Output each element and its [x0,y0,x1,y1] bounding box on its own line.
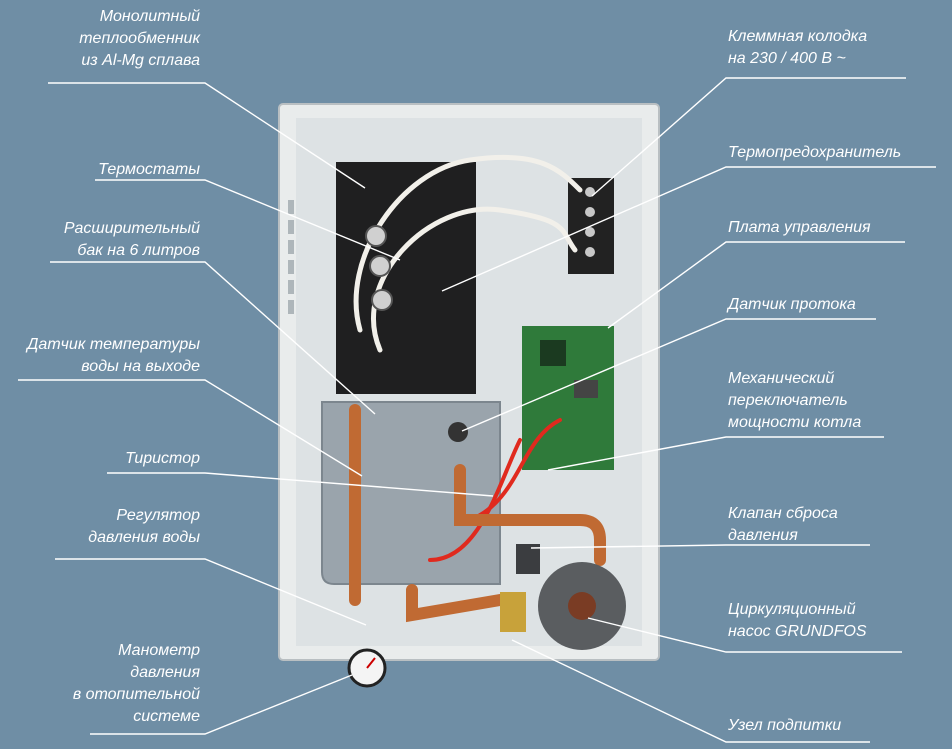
control-board-relay [574,380,598,398]
label-line: давления воды [88,529,200,546]
label-line: Плата управления [728,219,871,236]
label-line: Регулятор [116,507,200,524]
leader-pressure-regulator [55,558,367,626]
label-manometer: Манометр давления в отопительной системе [73,640,200,728]
label-line: Узел подпитки [728,717,842,734]
label-heat-exchanger: Монолитный теплообменник из Al-Mg сплава [79,6,200,72]
terminal-screws [585,187,595,257]
relief-valve-body [516,544,540,574]
label-line: насос GRUNDFOS [728,623,867,640]
label-expansion-tank: Расширительный бак на 6 литров [64,218,200,262]
copper-pipes [349,404,606,623]
label-line: Тиристор [125,450,200,467]
label-relief-valve: Клапан сброса давления [728,503,838,547]
leader-makeup-unit [511,639,870,743]
leader-manometer [90,674,353,735]
label-line: Клеммная колодка [728,28,868,45]
leader-control-board [607,241,905,329]
label-line: Манометр [118,642,200,659]
label-line: из Al-Mg сплава [81,52,200,69]
flow-sensor-body [448,422,468,442]
label-line: Монолитный [99,8,200,25]
leader-terminal-block [591,77,906,197]
label-line: воды на выходе [81,358,200,375]
leader-thyristor [107,472,494,497]
label-terminal-block: Клеммная колодка на 230 / 400 В ~ [728,26,867,70]
label-line: теплообменник [79,30,200,47]
label-line: системе [133,708,200,725]
leader-lines-left [18,82,494,735]
label-pressure-regulator: Регулятор давления воды [88,505,200,549]
label-line: мощности котла [728,414,862,431]
label-circulation-pump: Циркуляционный насос GRUNDFOS [728,599,867,643]
control-board-body [522,326,614,470]
leader-expansion-tank [50,261,376,415]
label-line: бак на 6 литров [77,242,200,259]
leader-relief-valve [530,544,870,549]
label-thermal-fuse: Термопредохранитель [728,142,901,164]
leader-thermal-fuse [441,166,936,292]
leader-flow-sensor [461,318,876,432]
control-board-chip [540,340,566,366]
label-line: переключатель [728,392,848,409]
leader-lines-right [441,77,936,743]
leader-circulation-pump [587,617,902,653]
label-outlet-temp-sensor: Датчик температуры воды на выходе [27,334,200,378]
label-line: Механический [728,370,835,387]
label-flow-sensor: Датчик протока [728,294,856,316]
makeup-valve-body [500,592,526,632]
label-line: давления [728,527,798,544]
leader-heat-exchanger [48,82,366,189]
leader-power-switch [547,436,884,471]
label-line: в отопительной [72,686,200,703]
manometer-needle [366,657,376,669]
label-thermostats: Термостаты [98,159,200,181]
boiler-illustration [278,103,660,688]
label-line: на 230 / 400 В ~ [728,50,846,67]
label-line: Клапан сброса [728,505,838,522]
label-line: Термостаты [98,161,200,178]
label-makeup-unit: Узел подпитки [728,715,841,737]
leader-thermostats [95,179,401,261]
label-line: Датчик температуры [27,336,200,353]
thermostat-discs [365,225,393,311]
label-control-board: Плата управления [728,217,871,239]
expansion-tank-body [321,401,501,585]
vent-slots [288,200,294,314]
pump-hub [568,592,596,620]
label-line: Циркуляционный [728,601,856,618]
leader-outlet-temp-sensor [18,379,363,477]
label-line: давления [130,664,200,681]
label-line: Расширительный [63,220,200,237]
label-line: Датчик протока [728,296,856,313]
label-thyristor: Тиристор [125,448,200,470]
label-line: Термопредохранитель [728,144,902,161]
label-power-switch: Механический переключатель мощности котл… [728,368,861,434]
